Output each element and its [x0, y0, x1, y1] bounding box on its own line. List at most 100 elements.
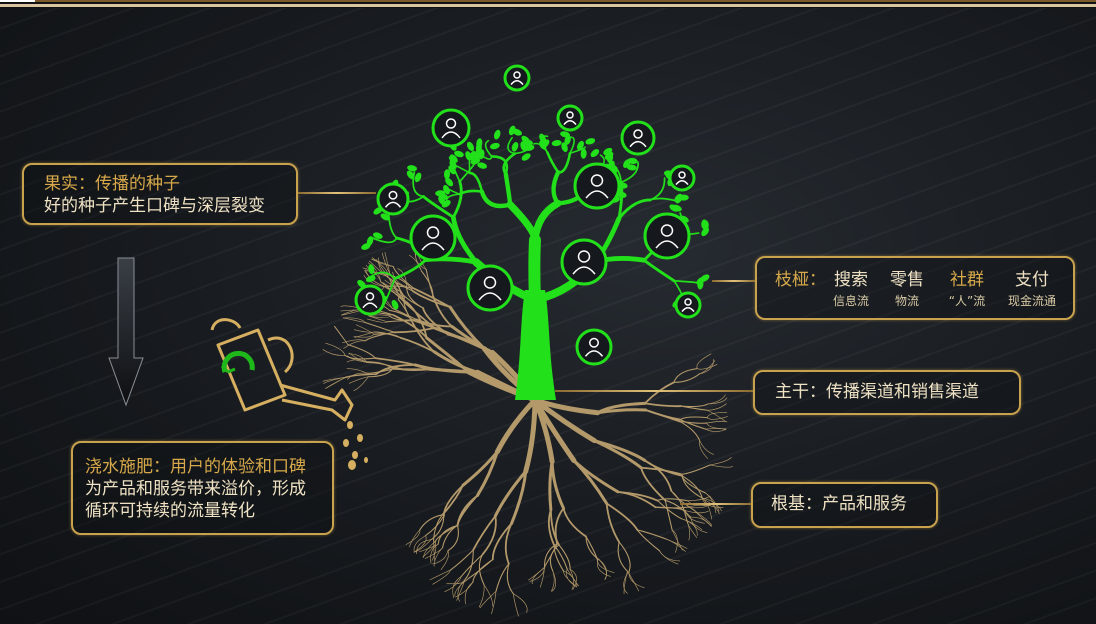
root — [636, 529, 661, 552]
root — [429, 569, 451, 581]
branch — [546, 151, 560, 174]
user-circle-icon — [643, 212, 691, 260]
root — [364, 322, 395, 333]
leaf — [361, 243, 371, 250]
root — [392, 271, 408, 287]
root — [659, 550, 681, 562]
root — [448, 305, 486, 351]
root — [553, 544, 564, 572]
water-drops-icon — [343, 421, 368, 470]
leaf — [580, 148, 587, 159]
leaf — [372, 232, 383, 239]
root — [364, 331, 395, 342]
root — [531, 567, 545, 585]
root — [479, 591, 497, 609]
root — [504, 522, 513, 565]
root — [513, 593, 528, 613]
root — [413, 363, 471, 374]
root — [569, 568, 574, 590]
root — [705, 428, 727, 431]
root — [347, 372, 368, 380]
root — [380, 281, 405, 303]
root — [464, 549, 474, 580]
root — [681, 475, 703, 500]
branch — [451, 180, 463, 219]
branches-label: 枝桠： — [775, 270, 826, 290]
root — [643, 459, 684, 477]
root — [343, 340, 366, 349]
root — [406, 301, 428, 339]
root — [391, 307, 418, 321]
root — [344, 373, 377, 378]
root — [444, 575, 462, 593]
root — [664, 499, 673, 531]
root — [596, 408, 648, 415]
root — [491, 591, 497, 615]
root — [457, 578, 466, 602]
root — [355, 324, 375, 335]
root — [461, 450, 499, 487]
root — [706, 416, 728, 420]
root — [671, 529, 678, 553]
trunk-icon — [515, 290, 556, 400]
branch — [531, 199, 562, 244]
root — [554, 507, 565, 545]
root — [704, 492, 720, 512]
root — [425, 336, 471, 374]
leaf — [493, 129, 501, 140]
root — [679, 416, 708, 421]
root — [510, 469, 528, 526]
root — [430, 515, 445, 541]
root — [659, 550, 679, 565]
leaf — [407, 165, 418, 172]
branch-name: 社群 — [950, 270, 984, 290]
root — [323, 376, 346, 384]
root — [491, 522, 513, 561]
top-bar — [0, 0, 1096, 8]
down-arrow-icon — [108, 257, 144, 407]
root — [592, 439, 643, 470]
leaf — [564, 135, 571, 145]
leaf — [449, 154, 458, 163]
root — [563, 570, 577, 587]
root — [673, 368, 698, 383]
root — [369, 260, 387, 277]
root — [334, 326, 349, 345]
root — [464, 581, 474, 605]
root — [673, 373, 701, 383]
root — [347, 344, 376, 359]
root — [455, 581, 474, 598]
leaf — [539, 133, 546, 144]
root — [371, 258, 394, 267]
root — [421, 270, 434, 297]
root — [640, 466, 667, 502]
branch — [422, 195, 455, 219]
user-circle-icon — [354, 284, 386, 316]
root — [432, 350, 479, 374]
trunk-box: 主干：传播渠道和销售渠道 — [753, 370, 1021, 415]
root — [422, 540, 437, 558]
branch — [673, 279, 702, 285]
root — [566, 568, 578, 588]
user-circle-icon — [503, 64, 531, 92]
root — [348, 352, 368, 363]
root — [687, 496, 711, 502]
user-circle-icon — [466, 264, 514, 312]
root — [342, 317, 366, 323]
user-circle-icon — [556, 104, 584, 132]
root — [386, 320, 415, 323]
root — [643, 459, 673, 492]
branch — [649, 197, 678, 202]
leaf — [696, 276, 705, 285]
leaf — [476, 138, 483, 149]
roots-icon — [322, 251, 733, 617]
root — [696, 364, 718, 370]
root — [523, 397, 538, 474]
root — [389, 309, 415, 322]
roots-connector — [680, 503, 752, 505]
root — [709, 457, 732, 466]
root — [656, 498, 689, 502]
watering-line3: 循环可持续的流量转化 — [85, 501, 255, 521]
leaf — [368, 264, 375, 275]
user-circle-icon — [668, 164, 696, 192]
